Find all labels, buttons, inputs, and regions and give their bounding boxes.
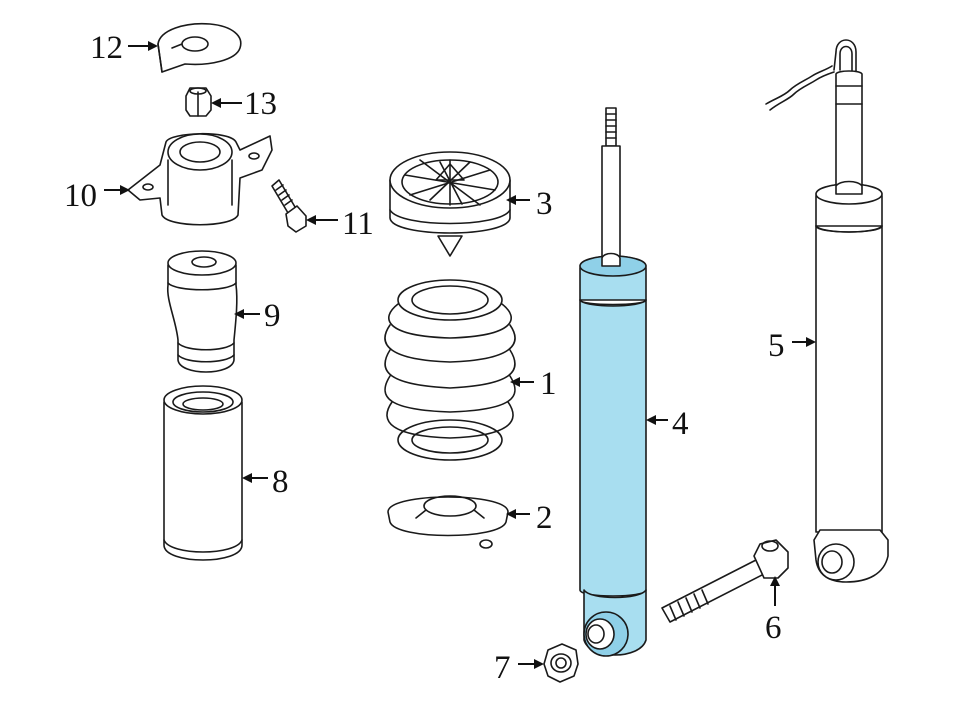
callout-arrows [104,41,816,669]
callout-7: 7 [494,650,511,686]
callout-10: 10 [64,178,97,214]
callout-4: 4 [672,406,689,442]
callout-5: 5 [768,328,785,364]
part-5-shock-absorber-alt[interactable] [765,39,889,583]
callout-12: 12 [90,30,123,66]
callout-13: 13 [244,86,277,122]
part-4-shock-absorber[interactable] [579,107,647,657]
callout-8: 8 [272,464,289,500]
callout-9: 9 [264,298,281,334]
callout-3: 3 [536,186,553,222]
callout-labels: 12 13 10 11 9 8 3 1 2 4 5 6 7 [64,30,785,686]
part-12-plate[interactable] [157,22,242,73]
callout-1: 1 [540,366,557,402]
part-8-dust-boot[interactable] [163,385,243,561]
callout-6: 6 [765,610,782,646]
part-6-long-bolt[interactable] [661,539,789,623]
part-1-coil-spring[interactable] [384,279,516,461]
part-13-nut[interactable] [185,87,212,117]
part-2-lower-spring-seat[interactable] [387,495,509,549]
part-11-bolt[interactable] [271,179,307,233]
part-3-spring-seat[interactable] [389,151,511,257]
part-10-upper-mount[interactable] [127,132,273,226]
callout-2: 2 [536,500,553,536]
part-9-bump-stop[interactable] [166,250,238,373]
callout-11: 11 [342,206,374,242]
part-7-nut[interactable] [543,643,579,683]
